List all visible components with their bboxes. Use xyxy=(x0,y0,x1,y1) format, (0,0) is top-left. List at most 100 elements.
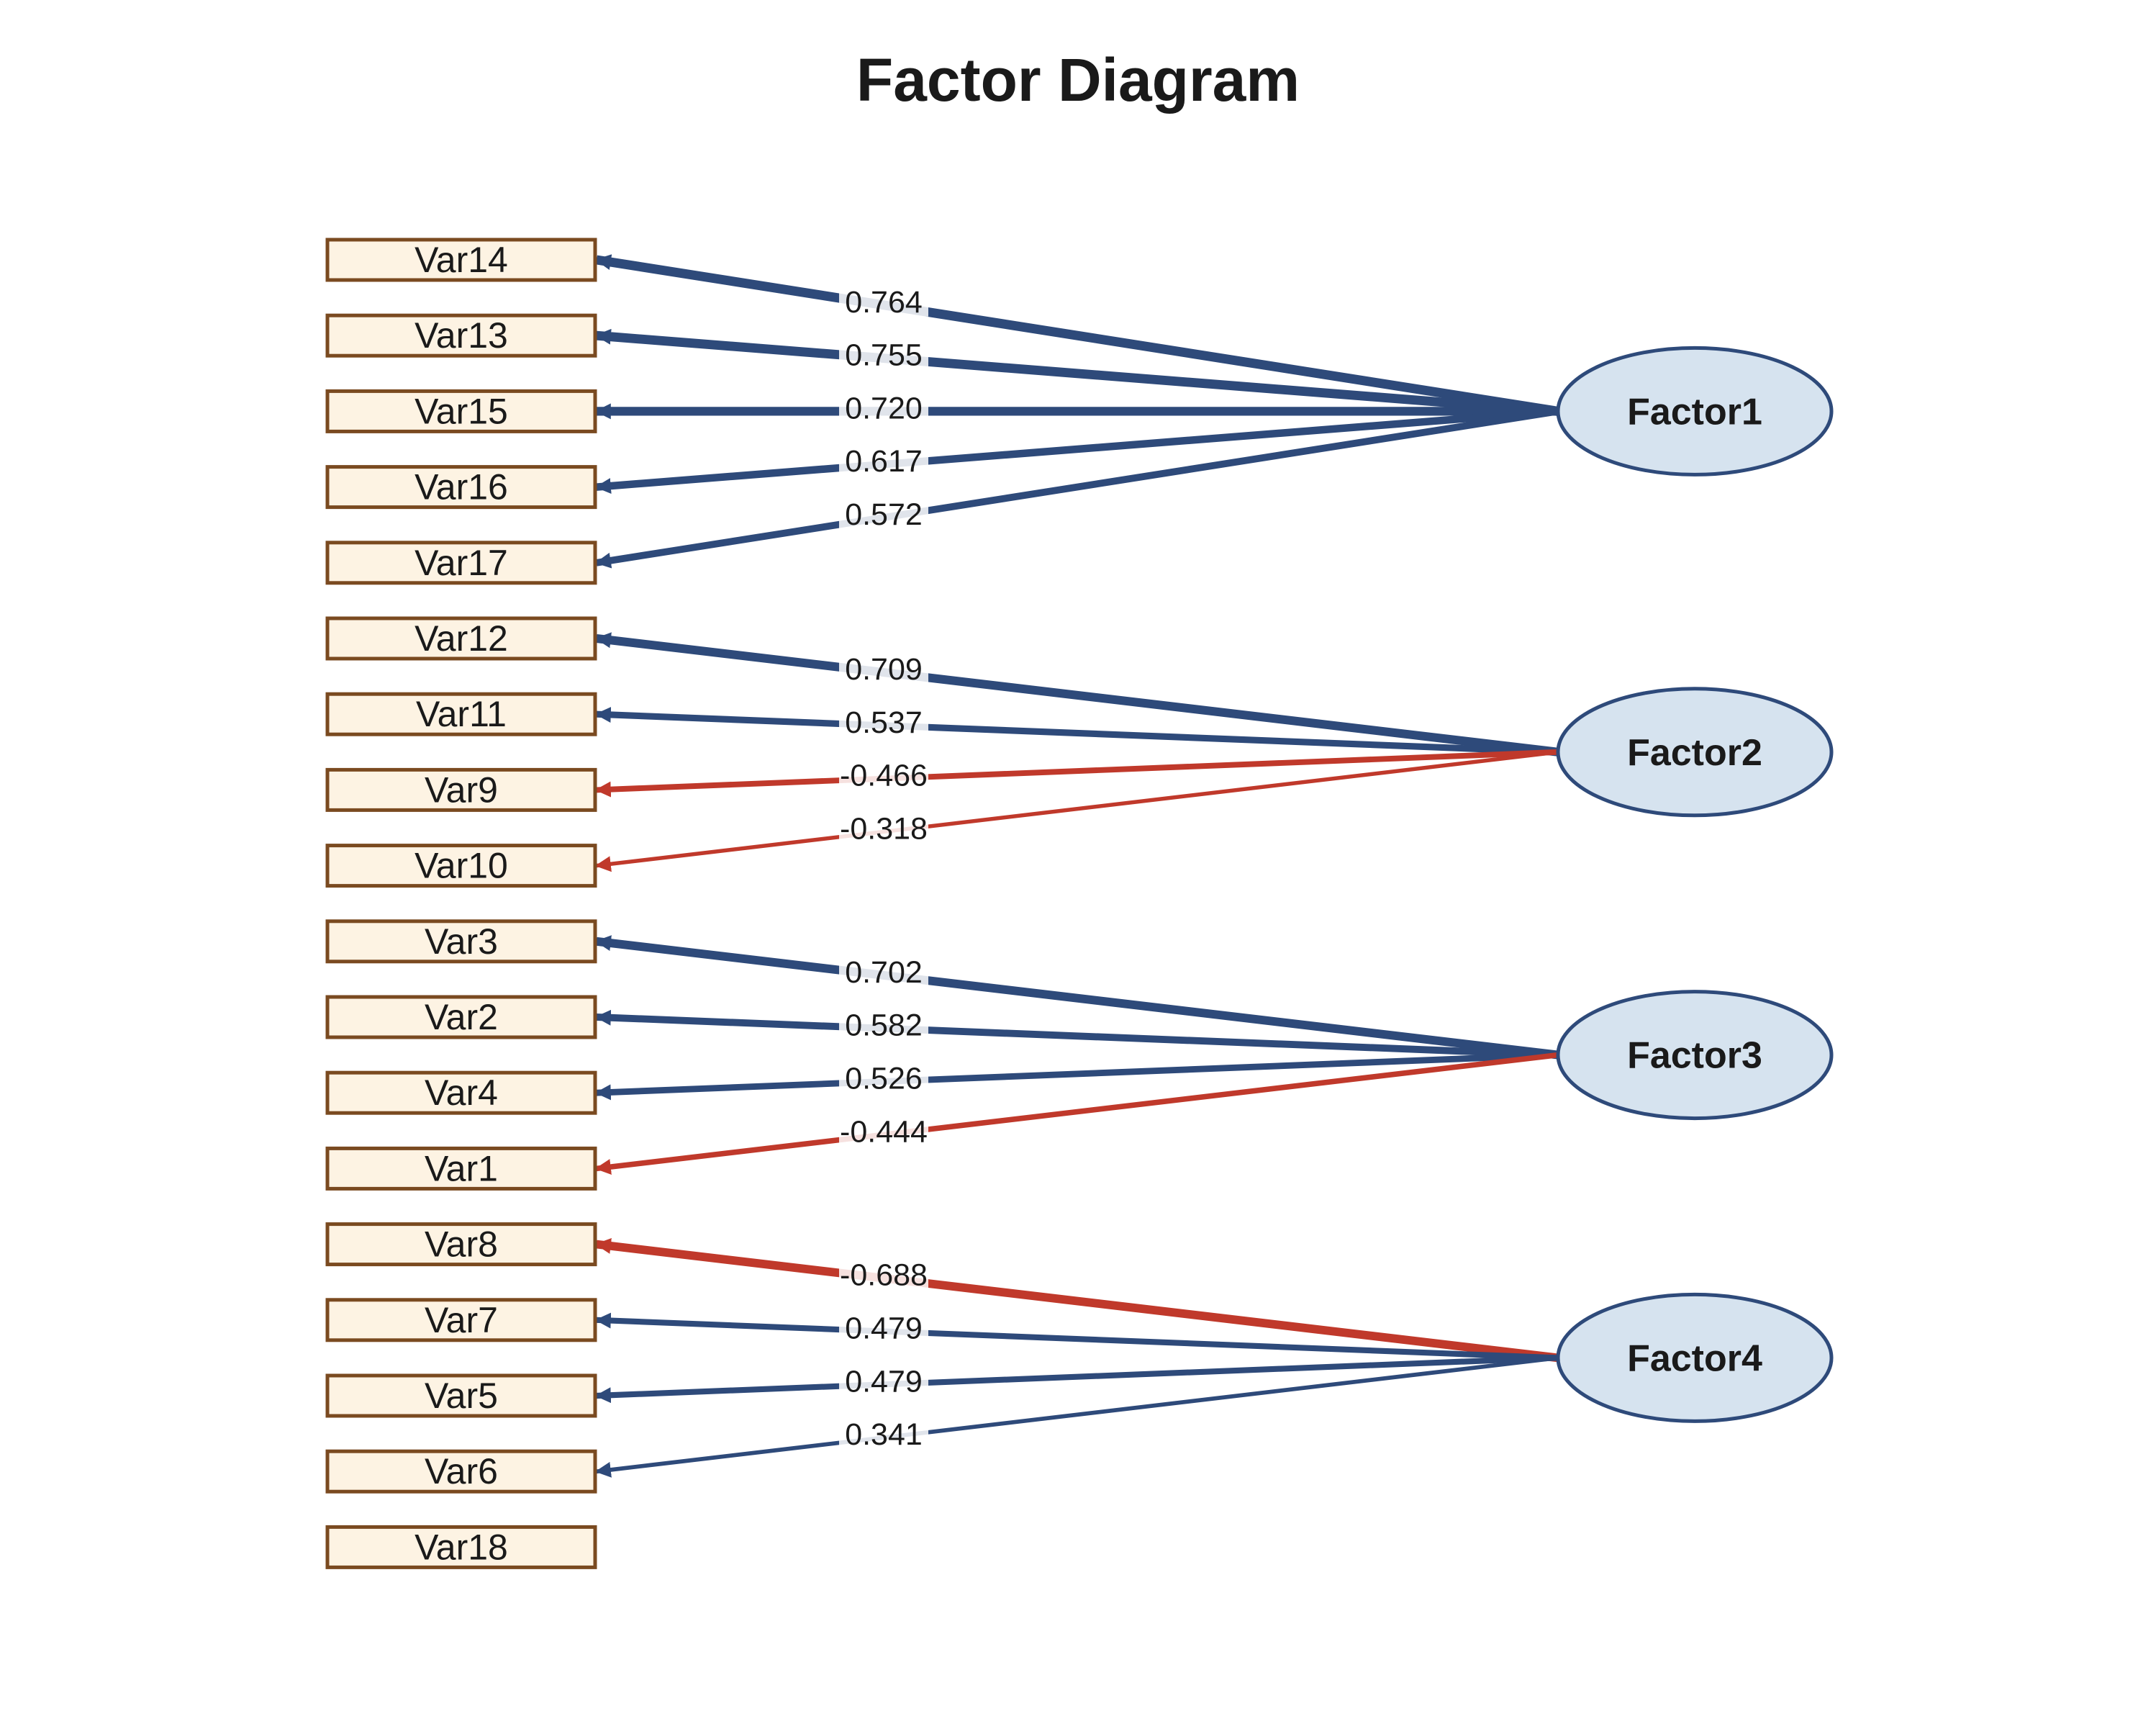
factor-label: Factor1 xyxy=(1627,391,1762,433)
loading-edge-factor2-var9 xyxy=(594,749,1559,798)
loading-edge-factor1-var14 xyxy=(594,254,1559,416)
variable-box xyxy=(325,692,597,736)
variable-label: Var5 xyxy=(425,1376,498,1416)
variable-box xyxy=(325,389,597,433)
variable-box xyxy=(325,844,597,888)
loading-label-bg xyxy=(839,814,928,844)
loading-label-factor2-var12: 0.709 xyxy=(845,652,923,687)
variable-label: Var12 xyxy=(415,618,508,659)
variable-node-var16: Var16 xyxy=(325,465,597,510)
diagram-title: Factor Diagram xyxy=(856,46,1300,114)
variable-box xyxy=(325,1222,597,1267)
loading-label-factor3-var4: 0.526 xyxy=(845,1061,923,1096)
variable-label: Var1 xyxy=(425,1148,498,1188)
variable-node-var7: Var7 xyxy=(325,1298,597,1342)
variable-label: Var7 xyxy=(425,1300,498,1340)
variable-node-var9: Var9 xyxy=(325,767,597,812)
loading-edge-factor3-var3 xyxy=(594,935,1559,1060)
variable-box xyxy=(325,1525,597,1569)
variable-box xyxy=(325,465,597,510)
loading-label-bg xyxy=(839,1064,928,1093)
loading-edges xyxy=(594,254,1559,1478)
variable-box xyxy=(325,1373,597,1418)
loading-label-bg xyxy=(839,287,928,317)
variable-label: Var6 xyxy=(425,1451,498,1491)
variable-boxes: Var14Var13Var15Var16Var17Var12Var11Var9V… xyxy=(325,238,597,1569)
factor-ellipse xyxy=(1556,1292,1834,1423)
variable-node-var1: Var1 xyxy=(325,1146,597,1191)
variable-node-var8: Var8 xyxy=(325,1222,597,1267)
factor-node-factor1: Factor1 xyxy=(1556,346,1834,477)
variable-label: Var2 xyxy=(425,997,498,1037)
variable-label: Var14 xyxy=(415,240,508,280)
loading-label-bg xyxy=(839,500,928,529)
variable-box xyxy=(325,1146,597,1191)
factor-ellipse xyxy=(1556,687,1834,818)
loading-label-bg xyxy=(839,447,928,477)
variable-node-var2: Var2 xyxy=(325,995,597,1039)
loading-edge-factor2-var12 xyxy=(594,632,1559,757)
loading-label-factor1-var17: 0.572 xyxy=(845,497,923,532)
loading-label-bg xyxy=(839,1367,928,1396)
variable-node-var17: Var17 xyxy=(325,541,597,585)
loading-edge-factor2-var11 xyxy=(594,706,1559,756)
loading-label-factor1-var15: 0.720 xyxy=(845,391,923,425)
loading-edge-factor4-var5 xyxy=(594,1355,1559,1404)
factor-label: Factor2 xyxy=(1627,732,1762,774)
loading-label-bg xyxy=(839,708,928,737)
variable-node-var12: Var12 xyxy=(325,616,597,661)
variable-node-var6: Var6 xyxy=(325,1449,597,1494)
variable-node-var14: Var14 xyxy=(325,238,597,282)
variable-label: Var15 xyxy=(415,391,508,431)
loading-label-bg xyxy=(839,1420,928,1450)
variable-box xyxy=(325,616,597,661)
loading-edge-factor1-var16 xyxy=(594,407,1559,495)
loading-edge-factor4-var7 xyxy=(594,1312,1559,1361)
loading-label-bg xyxy=(839,957,928,987)
loading-label-bg xyxy=(839,1117,928,1147)
variable-node-var13: Var13 xyxy=(325,313,597,358)
variable-label: Var17 xyxy=(415,543,508,583)
loading-label-factor1-var14: 0.764 xyxy=(845,285,923,320)
loading-label-bg xyxy=(839,655,928,685)
variable-label: Var8 xyxy=(425,1224,498,1265)
factor-label: Factor3 xyxy=(1627,1035,1762,1077)
loading-label-factor1-var16: 0.617 xyxy=(845,444,923,479)
variable-label: Var16 xyxy=(415,467,508,507)
variable-box xyxy=(325,1298,597,1342)
loading-edge-factor3-var2 xyxy=(594,1009,1559,1059)
variable-node-var18: Var18 xyxy=(325,1525,597,1569)
loading-edge-factor1-var13 xyxy=(594,328,1559,416)
loading-label-bg xyxy=(839,1314,928,1343)
loading-label-factor2-var10: -0.318 xyxy=(840,811,928,846)
variable-node-var10: Var10 xyxy=(325,844,597,888)
loading-label-bg xyxy=(839,1011,928,1040)
loading-edge-factor4-var8 xyxy=(594,1237,1559,1363)
loading-label-factor3-var3: 0.702 xyxy=(845,955,923,990)
loading-label-factor4-var6: 0.341 xyxy=(845,1417,923,1452)
variable-node-var5: Var5 xyxy=(325,1373,597,1418)
loading-label-factor3-var2: 0.582 xyxy=(845,1008,923,1043)
loading-edge-factor1-var17 xyxy=(594,407,1559,569)
loading-label-bg xyxy=(839,761,928,790)
variable-box xyxy=(325,919,597,964)
loading-label-factor4-var7: 0.479 xyxy=(845,1312,923,1346)
factor-node-factor4: Factor4 xyxy=(1556,1292,1834,1423)
loading-edge-factor3-var4 xyxy=(594,1052,1559,1101)
factor-label: Factor4 xyxy=(1627,1337,1762,1379)
variable-box xyxy=(325,313,597,358)
variable-box xyxy=(325,1070,597,1115)
loading-label-factor4-var8: -0.688 xyxy=(840,1258,928,1293)
loading-label-factor2-var9: -0.466 xyxy=(840,759,928,793)
loading-label-factor2-var11: 0.537 xyxy=(845,705,923,740)
loading-edge-factor3-var1 xyxy=(594,1052,1559,1175)
variable-box xyxy=(325,995,597,1039)
loading-label-factor1-var13: 0.755 xyxy=(845,338,923,373)
factor-ellipse xyxy=(1556,990,1834,1121)
loading-label-bg xyxy=(839,394,928,423)
loading-edge-factor4-var6 xyxy=(594,1355,1559,1478)
loading-label-factor4-var5: 0.479 xyxy=(845,1364,923,1399)
